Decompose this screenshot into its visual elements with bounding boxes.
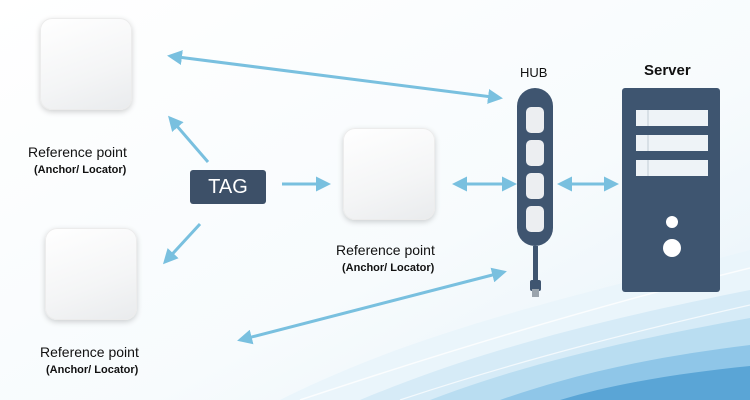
hub-device xyxy=(517,88,553,297)
arrow-tag-to-anchor-top xyxy=(168,115,210,163)
anchor-center-sublabel: (Anchor/ Locator) xyxy=(342,262,435,274)
tag-node: TAG xyxy=(190,170,266,204)
arrow-anchor-top-to-hub xyxy=(167,50,503,104)
anchor-center-label: Reference point xyxy=(336,242,435,258)
server-label: Server xyxy=(644,62,691,79)
anchor-bottom-left-sublabel: (Anchor/ Locator) xyxy=(46,364,139,376)
server-tower xyxy=(622,88,720,292)
anchor-top-left xyxy=(40,18,132,110)
anchor-top-left-sublabel: (Anchor/ Locator) xyxy=(34,164,127,176)
anchor-center xyxy=(343,128,435,220)
anchor-top-left-label: Reference point xyxy=(28,144,127,160)
arrow-tag-to-anchor-bottom xyxy=(162,222,202,265)
anchor-bottom-left xyxy=(45,228,137,320)
hub-label: HUB xyxy=(520,65,548,80)
arrow-anchor-bottom-to-hub xyxy=(237,267,507,345)
connection-arrows xyxy=(162,50,619,345)
anchor-bottom-left-label: Reference point xyxy=(40,344,139,360)
